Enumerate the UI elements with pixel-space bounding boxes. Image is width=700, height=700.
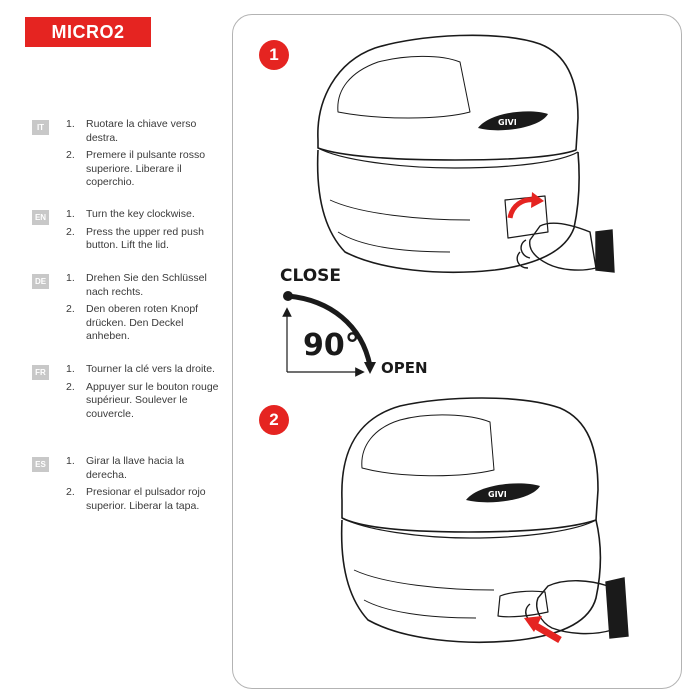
top-case-illustration-1 [316,34,580,274]
hand-illustration-2 [525,577,629,639]
top-case-illustration-2 [340,397,602,644]
instruction-step: 2. Premere il pulsante rosso superiore. … [66,149,206,188]
angle-label: 90° [303,328,360,363]
lang-code-badge: IT [32,120,49,135]
instruction-step: 2. Appuyer sur le bouton rouge supérieur… [66,380,219,420]
instruction-step: 1. Drehen Sie den Schlüssel nach rechts. [66,272,207,298]
lang-code-badge: EN [32,210,49,225]
instruction-step: 1. Ruotare la chiave verso destra. [66,118,197,144]
instruction-step: 2. Presionar el pulsador rojo superior. … [66,486,206,512]
lang-code-badge: ES [32,457,49,472]
arrow-head-icon [524,616,542,632]
instruction-step: 2. Press the upper red push button. Lift… [66,225,204,252]
step-badge-1: 1 [259,40,289,70]
rotation-diagram [282,291,376,377]
close-label: CLOSE [280,266,342,286]
instruction-step: 1. Tourner la clé vers la droite. [66,363,215,375]
model-name-tag: MICRO2 [25,17,151,47]
push-arrow-icon [534,622,562,644]
instruction-step: 2. Den oberen roten Knopf drücken. Den D… [66,303,199,342]
instruction-step: 1. Girar la llave hacia la derecha. [66,455,185,481]
step-badge-2: 2 [259,405,289,435]
open-label: OPEN [381,359,428,377]
hand-illustration-1 [516,222,615,273]
lang-code-badge: FR [32,365,49,380]
diagram-panel [232,14,682,689]
lang-code-badge: DE [32,274,49,289]
instruction-step: 1. Turn the key clockwise. [66,208,195,220]
brand-logo-1: GIVI [498,118,517,127]
brand-logo-2: GIVI [488,490,507,499]
arrow-head-icon [531,192,544,208]
